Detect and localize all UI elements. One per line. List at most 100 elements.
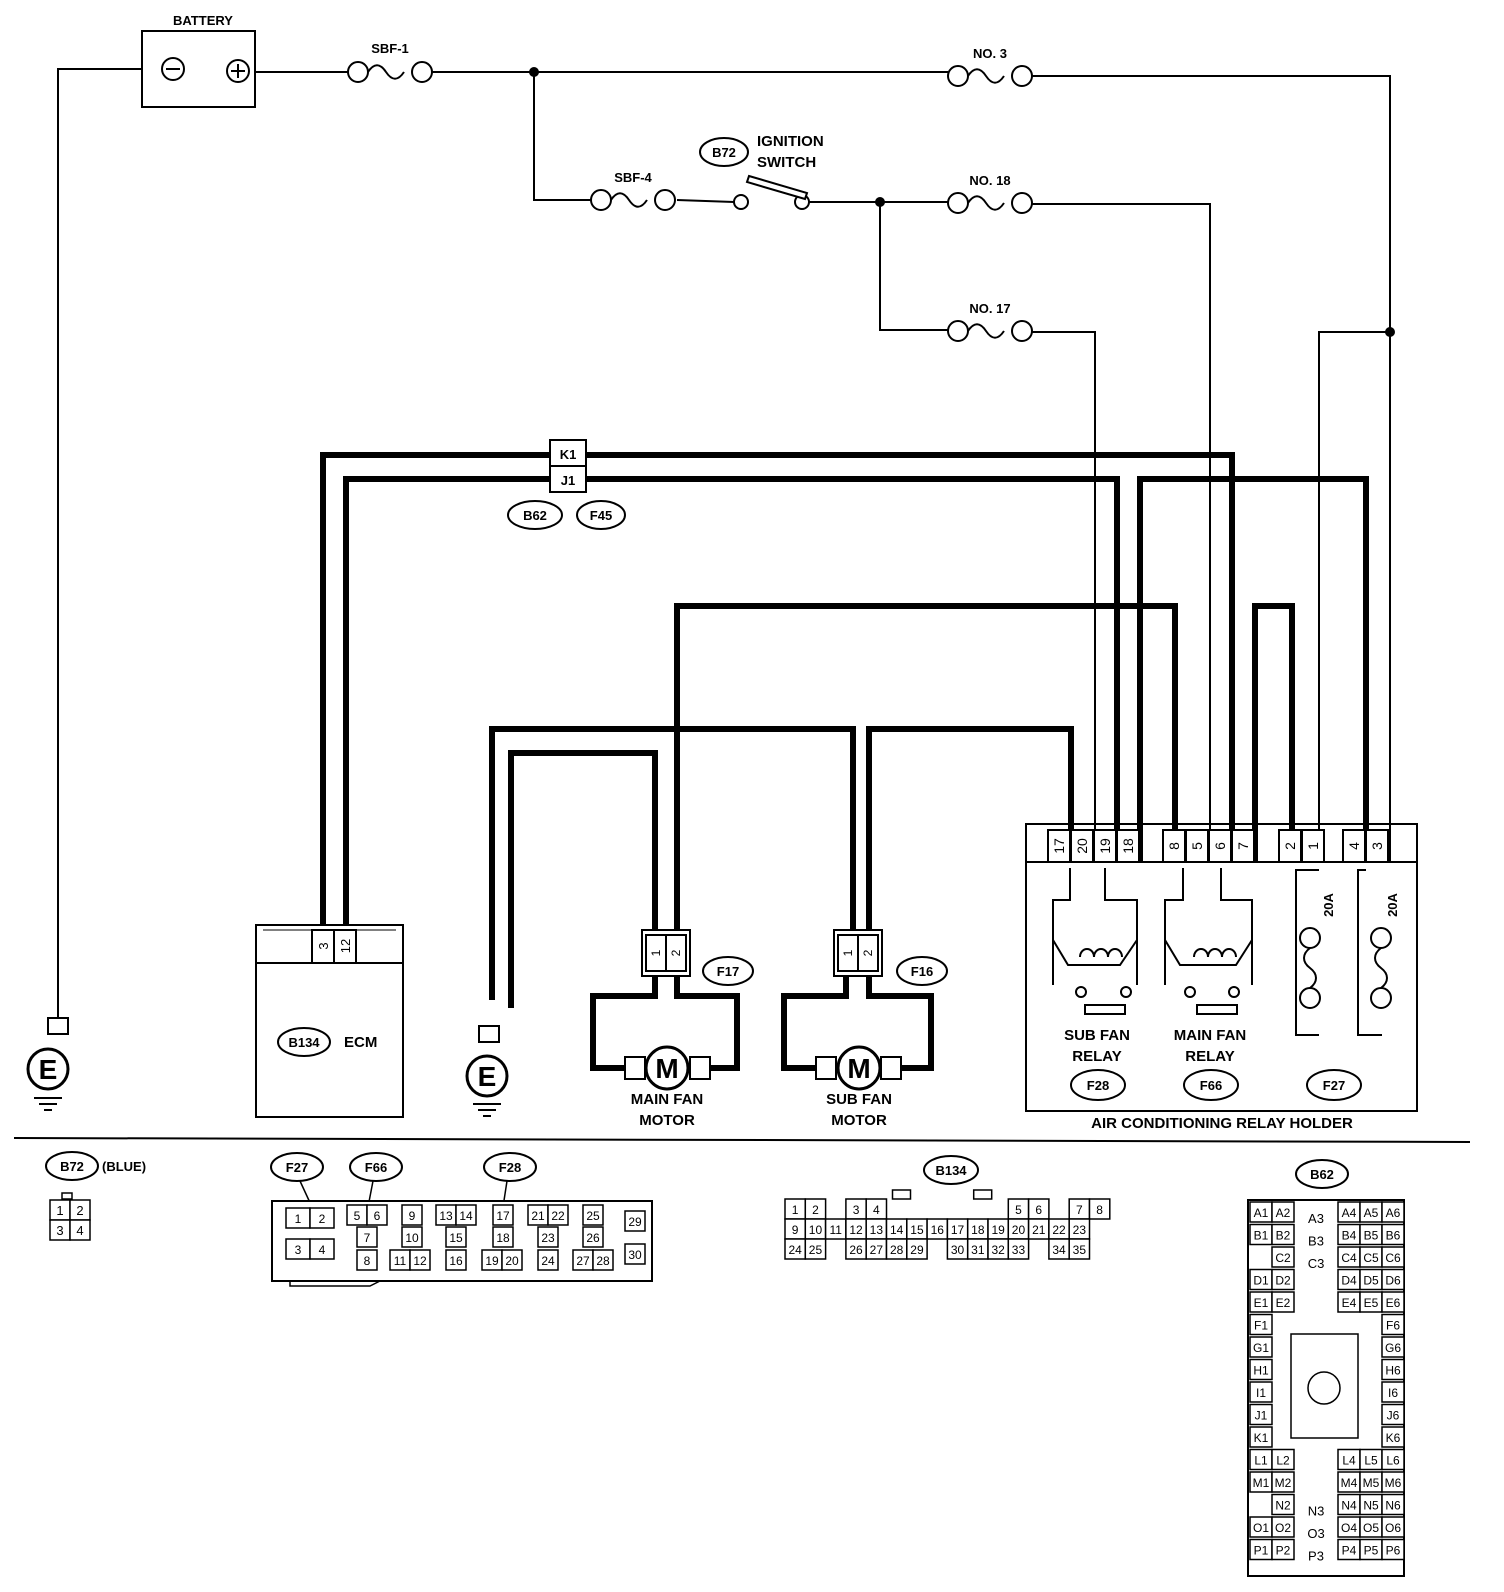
pin-label: 5 [1189,842,1205,850]
b62-pin: G6 [1381,1336,1405,1358]
b62-pin: D5 [1359,1268,1383,1291]
b134-key [972,1189,993,1200]
pin-label: A1 [1254,1206,1269,1220]
pin-label: O2 [1275,1521,1291,1535]
pin-label: 31 [971,1243,985,1257]
pin-label: 11 [394,1254,407,1268]
f-block-pin: 16 [445,1249,467,1271]
pin-label: 5 [1015,1203,1022,1217]
pin-label: A6 [1386,1206,1401,1220]
b134-pin: 32 [987,1238,1010,1260]
b134-pin: 23 [1068,1218,1091,1240]
f-block-pin: 10 [401,1226,423,1248]
pin-label: L1 [1254,1454,1268,1468]
b62-pin: E6 [1381,1291,1405,1313]
b134-pin: 8 [1088,1198,1111,1220]
pin-label: B6 [1386,1229,1401,1243]
holder-terminal: 18 [1116,829,1140,863]
relay-holder-title: AIR CONDITIONING RELAY HOLDER [1091,1115,1353,1132]
pin-label: D6 [1385,1274,1401,1288]
b62-pin: C2 [1271,1246,1295,1268]
pin-label: 6 [1035,1203,1042,1217]
main-fan-pin-1: 1 [649,949,663,956]
b62-pin: D6 [1381,1268,1405,1291]
b62-pin: E5 [1359,1291,1383,1313]
f-block-pin: 17 [492,1204,514,1226]
b134-pin: 7 [1068,1198,1091,1220]
sub-fan-label-2: MOTOR [831,1112,887,1129]
pin-label: D1 [1253,1274,1269,1288]
pin-label: A5 [1364,1206,1379,1220]
pin-label: 11 [830,1223,843,1237]
pin-label: 1 [792,1203,799,1217]
pin-label: E2 [1276,1296,1291,1310]
f-block-pin: 11 [389,1249,411,1271]
b134-pin: 18 [966,1218,989,1240]
b134-key [891,1189,912,1200]
b62-pin: B5 [1359,1223,1383,1246]
sub-fan-relay-label-1: SUB FAN [1064,1027,1130,1044]
main-fan-relay-tag-label: F66 [1200,1078,1222,1093]
pin-label: C4 [1341,1251,1357,1265]
holder-terminal: 4 [1342,829,1366,863]
pin-label: I1 [1256,1386,1266,1400]
pin-label: 18 [1120,838,1136,854]
b134-pin: 12 [845,1218,867,1240]
b62-pin: E2 [1271,1291,1295,1313]
pin-label: N2 [1275,1499,1291,1513]
pin-label: 17 [1051,838,1067,854]
pin-label: H1 [1253,1364,1269,1378]
holder-terminal: 7 [1231,829,1255,863]
pin-label: G6 [1385,1341,1401,1355]
pin-label: 24 [788,1243,802,1257]
b62-pin: C4 [1337,1246,1361,1268]
pin-label: 27 [576,1254,590,1268]
b62-pin: E4 [1337,1291,1361,1313]
pin-label: 22 [551,1209,565,1223]
ground-center-letter: E [478,1061,497,1092]
pin-label: P1 [1254,1544,1269,1558]
pin-label: L5 [1364,1454,1378,1468]
b134-pin: 20 [1007,1218,1030,1240]
pin-label: 3 [295,1243,302,1257]
pin-label: 1 [1305,842,1321,850]
b134-pin: 2 [804,1198,827,1220]
b134-pin: 22 [1048,1218,1070,1240]
pin-label: E5 [1364,1296,1379,1310]
main-fan-connector-label: F17 [717,964,739,979]
sub-fan-connector-tag [896,956,948,986]
f-block-pin: 30 [624,1243,646,1265]
b134-pin: 34 [1048,1238,1070,1260]
b134-pin: 6 [1027,1198,1050,1220]
joint-connector: K1 J1 B62 F45 [507,439,626,530]
pin-label: 8 [1166,842,1182,850]
pin-label: 3 [1369,842,1385,850]
b62-pin: G1 [1249,1336,1273,1358]
pin-label: C6 [1385,1251,1401,1265]
f-block-pin: 28 [592,1249,614,1271]
f-block-pin: 18 [492,1226,514,1248]
b62-pin: O4 [1337,1516,1361,1538]
pin-label: B1 [1254,1229,1269,1243]
fuse-sbf4-label: SBF-4 [614,170,652,185]
b72-pin: 3 [49,1219,71,1241]
f-block-pin: 8 [356,1249,378,1271]
tag-b62 [507,500,563,530]
pin-label: I6 [1388,1386,1398,1400]
ecm-tag [277,1027,331,1057]
pin-label: P4 [1342,1544,1357,1558]
b134-pin: 1 [784,1198,807,1220]
b62-pin: M2 [1271,1471,1295,1493]
b62-pin: B2 [1271,1223,1295,1246]
b134-pin: 15 [906,1218,928,1240]
b134-pin: 3 [845,1198,867,1220]
pin-label: N5 [1363,1499,1379,1513]
holder-terminal: 6 [1208,829,1232,863]
pin-label: F1 [1254,1319,1268,1333]
pin-label: 25 [586,1209,600,1223]
fuse-tag-label: F27 [1323,1078,1345,1093]
pin-label: 35 [1073,1243,1087,1257]
